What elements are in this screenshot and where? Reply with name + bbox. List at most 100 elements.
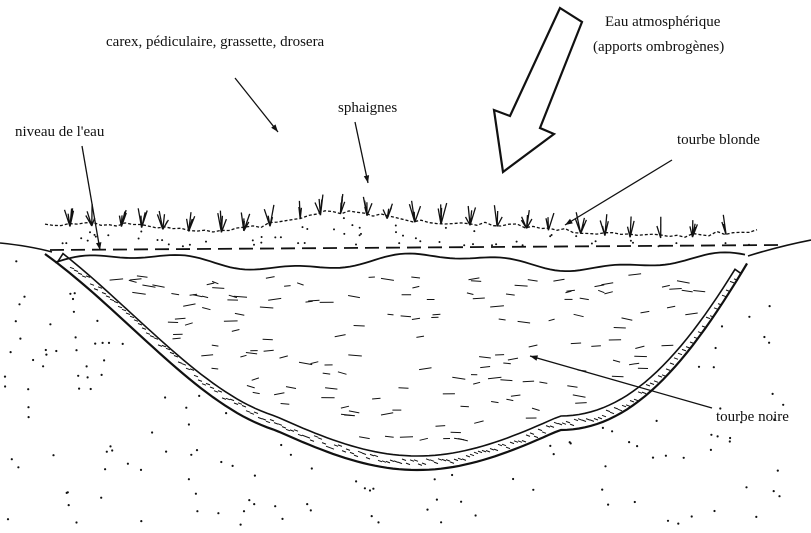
dark-peat-dash — [338, 372, 347, 375]
soil-grain — [451, 474, 453, 476]
dark-peat-dash — [323, 373, 331, 374]
basin-lining-stroke — [234, 403, 238, 405]
basin-lining-stroke — [218, 391, 222, 393]
dark-peat-dash — [479, 357, 491, 358]
basin-lining-stroke — [238, 403, 242, 405]
light-peat-grain — [595, 240, 597, 242]
dark-peat-dash — [399, 388, 409, 389]
soil-grain — [86, 365, 88, 367]
basin-lining-stroke — [294, 430, 298, 432]
dark-peat-dash — [685, 313, 697, 315]
basin-lining-stroke — [554, 422, 558, 424]
dark-peat-dash — [604, 292, 612, 294]
light-peat-grain — [395, 231, 397, 233]
dark-peat-dash — [529, 345, 538, 347]
basin-lining-stroke — [182, 364, 186, 366]
dark-peat-dash — [175, 318, 186, 319]
basin-lining-stroke — [530, 433, 534, 435]
soil-grain — [103, 359, 105, 361]
soil-grain — [729, 437, 731, 439]
dark-peat-dash — [574, 314, 584, 316]
basin-lining-stroke — [150, 336, 154, 338]
plant-tuft — [722, 215, 726, 235]
soil-grain — [10, 351, 12, 353]
basin-lining-stroke — [722, 295, 726, 297]
light-peat-grain — [95, 236, 97, 238]
basin-lining-stroke — [522, 441, 526, 443]
soil-grain — [217, 512, 219, 514]
basin-lining-stroke — [690, 342, 694, 344]
dark-peat-dash — [511, 395, 521, 396]
soil-grain — [721, 325, 723, 327]
soil-grain — [306, 503, 308, 505]
basin-lining-stroke — [682, 349, 686, 351]
basin-lining-stroke — [178, 362, 182, 364]
soil-grain — [101, 374, 103, 376]
basin-lining-stroke — [578, 419, 582, 421]
basin-lining-stroke — [570, 424, 574, 426]
light-peat-grain — [395, 225, 397, 227]
dark-peat-dash — [580, 298, 589, 300]
dark-peat-dash — [202, 296, 208, 298]
dark-peat-dash — [669, 289, 681, 290]
basin-lining-stroke — [314, 436, 318, 438]
basin-lining-stroke — [650, 383, 654, 385]
basin-lining-stroke — [582, 420, 586, 422]
plant-tuft — [521, 210, 532, 228]
light-peat-label: tourbe blonde — [677, 133, 760, 148]
basin-lining-stroke — [714, 308, 718, 310]
dark-peat-dash — [635, 346, 644, 348]
basin-lining-stroke — [430, 460, 434, 462]
light-peat-grain — [138, 238, 140, 240]
dark-peat-hatching — [70, 267, 738, 465]
dark-peat-dash — [130, 279, 142, 280]
soil-grain — [75, 336, 77, 338]
soil-grain — [109, 445, 111, 447]
dark-peat-dash — [299, 362, 312, 364]
basin-lining-stroke — [318, 438, 322, 440]
basin-lining-stroke — [302, 435, 306, 437]
dark-peat-dash — [183, 304, 195, 306]
dark-peat-dash — [202, 308, 210, 310]
dark-peat-dash — [311, 362, 319, 364]
dark-peat-dash — [412, 286, 419, 288]
basin-lining-stroke — [526, 435, 530, 437]
soil-grain — [602, 427, 604, 429]
basin-lining-stroke — [270, 420, 274, 422]
basin-lining-stroke — [410, 460, 414, 462]
light-peat-grain — [463, 244, 465, 246]
soil-grain — [274, 505, 276, 507]
basin-lining-stroke — [574, 419, 578, 421]
dark-peat-dash — [412, 318, 420, 319]
light-peat-grain — [575, 235, 577, 237]
dark-peat-dash — [469, 278, 480, 280]
soil-grain — [691, 515, 693, 517]
soil-grain — [73, 311, 75, 313]
soil-grain — [90, 388, 92, 390]
basin-lining-stroke — [210, 387, 214, 389]
plant-tuft — [264, 205, 274, 226]
dark-peat-dash — [693, 291, 705, 292]
soil-grain — [549, 445, 551, 447]
light-peat-grain — [359, 227, 361, 229]
soil-grain — [665, 455, 667, 457]
basin-lining-stroke — [130, 316, 134, 318]
basin-lining-stroke — [458, 458, 462, 460]
basin-lining-stroke — [594, 419, 598, 421]
basin-lining-stroke — [170, 352, 174, 354]
basin-lining-stroke — [390, 460, 394, 462]
dark-peat-dash — [341, 406, 349, 408]
light-peat-grain — [333, 228, 335, 230]
light-peat-grain — [343, 217, 345, 219]
soil-grain — [165, 451, 167, 453]
plant-tuft — [187, 212, 195, 231]
soil-grain — [434, 478, 436, 480]
soil-grain — [667, 520, 669, 522]
basin-lining-stroke — [266, 421, 270, 423]
soil-grain — [281, 518, 283, 520]
soil-grain — [195, 493, 197, 495]
light-peat-grain — [280, 236, 282, 238]
basin-lining-stroke — [610, 412, 614, 414]
dark-peat-dash — [349, 411, 359, 413]
